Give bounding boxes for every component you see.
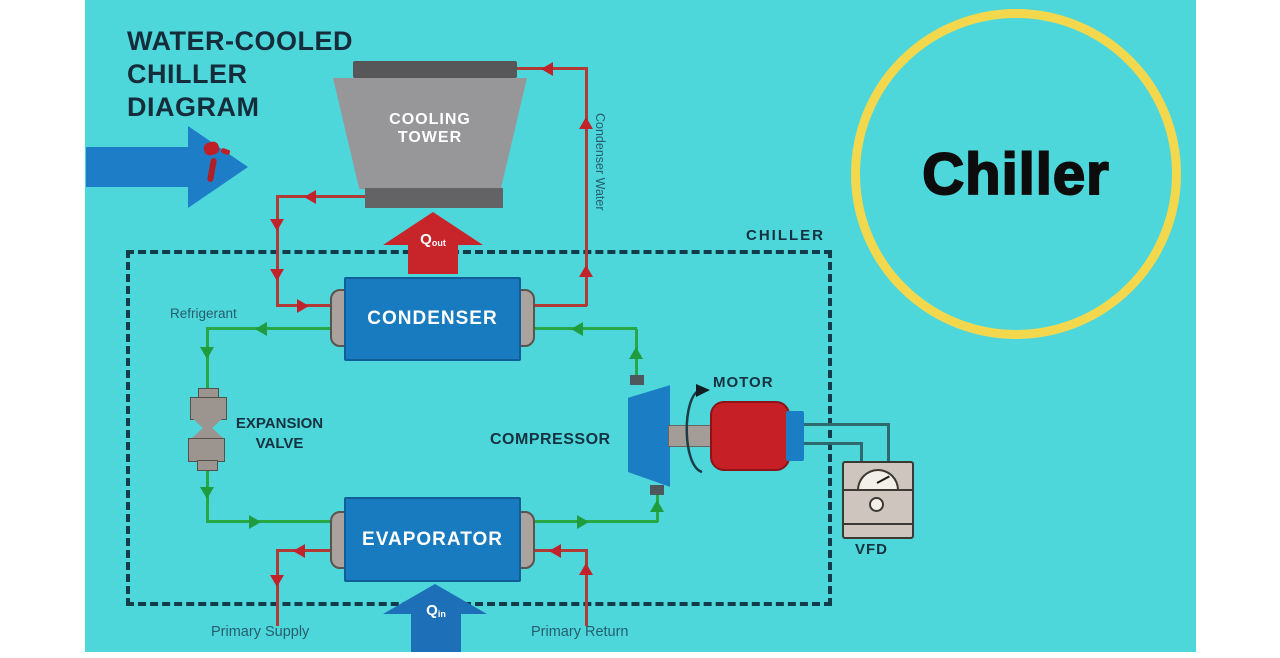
arrow-refrigerant-down1-icon	[200, 347, 214, 359]
condenser-vessel: CONDENSER	[344, 277, 521, 361]
rotation-arrow-icon	[685, 384, 710, 474]
q-out-symbol: Q	[420, 231, 432, 248]
pipe-condenser-to-tower-riser	[585, 67, 588, 306]
pipe-valve-to-evaporator-h	[206, 520, 331, 523]
pipe-primary-supply	[276, 549, 279, 626]
motor-label: MOTOR	[713, 374, 774, 391]
arrow-refrigerant-right1-icon	[249, 515, 261, 529]
pipe-condenser-to-valve-h	[207, 327, 331, 330]
q-out-subscript: out	[431, 238, 446, 248]
arrow-down-riser1-icon	[270, 219, 284, 231]
arrow-up-riser1-icon	[579, 117, 593, 129]
q-out-arrow-stem	[408, 244, 458, 274]
motor-end-cap	[786, 411, 804, 461]
chiller-badge-label: Chiller	[921, 141, 1110, 208]
arrow-supply-down-icon	[270, 575, 284, 587]
primary-return-label: Primary Return	[531, 624, 629, 640]
chiller-boundary-label: CHILLER	[746, 227, 825, 244]
arrow-refrigerant-left-icon	[255, 322, 267, 336]
pipe-condenser-water-out	[535, 304, 587, 307]
arrow-into-evaporator-icon	[549, 544, 561, 558]
refrigerant-label: Refrigerant	[170, 306, 237, 321]
expansion-valve-label-line1: EXPANSION	[235, 414, 324, 432]
evaporator-vessel: EVAPORATOR	[344, 497, 521, 582]
blue-arrow-icon	[86, 147, 188, 187]
primary-supply-label: Primary Supply	[211, 624, 310, 640]
motor-body	[710, 401, 790, 471]
blue-arrow-head-icon	[188, 126, 248, 208]
cooling-tower-body	[333, 78, 527, 189]
arrow-refrigerant-down2-icon	[200, 487, 214, 499]
wire-motor-vfd-lower-v	[860, 442, 863, 463]
compressor-discharge-stub	[630, 375, 644, 385]
pipe-compressor-to-condenser-h	[535, 327, 637, 330]
arrow-return-up-icon	[579, 563, 593, 575]
q-in-arrow-head-icon	[383, 584, 487, 614]
arrow-down-riser2-icon	[270, 269, 284, 281]
arrow-into-condenser-green-icon	[571, 322, 583, 336]
wire-motor-vfd-lower-h	[802, 442, 863, 445]
condenser-label: CONDENSER	[367, 308, 498, 329]
pipe-primary-return	[585, 549, 588, 626]
page-title-line3: DIAGRAM	[127, 91, 260, 122]
compressor-label: COMPRESSOR	[490, 431, 611, 448]
arrow-discharge-up-icon	[629, 347, 643, 359]
q-in-symbol: Q	[426, 602, 438, 619]
q-in-arrow-stem	[411, 613, 461, 652]
vfd-bottom-line	[844, 523, 912, 525]
pipe-evaporator-return-in	[535, 549, 587, 552]
compressor-suction-stub	[650, 485, 664, 495]
red-figure-head	[202, 140, 221, 157]
cooling-tower-label-line2: TOWER	[397, 129, 463, 146]
arrow-refrigerant-right2-icon	[577, 515, 589, 529]
pipe-evaporator-to-compressor-h	[534, 520, 658, 523]
expansion-valve-bottom-cap	[197, 460, 218, 471]
vfd-divider-line	[844, 489, 912, 491]
chiller-badge-ring: Chiller	[851, 9, 1181, 339]
cooling-tower-bottom-band	[365, 188, 503, 208]
compressor-body	[628, 385, 670, 487]
arrow-supply-out-icon	[293, 544, 305, 558]
pipe-tower-to-condenser	[276, 195, 279, 307]
vfd-knob	[869, 497, 884, 512]
pipe-tower-outlet	[278, 195, 368, 198]
q-out-arrow-head-icon	[383, 212, 483, 245]
wire-motor-vfd-upper-v	[887, 423, 890, 463]
expansion-valve-upper-funnel	[192, 418, 223, 428]
page-title-line2: CHILLER	[127, 58, 248, 89]
condenser-water-label: Condenser Water	[593, 113, 607, 211]
expansion-valve-lower-funnel	[192, 428, 223, 438]
red-figure-body	[206, 157, 218, 183]
page-title: WATER-COOLED CHILLER DIAGRAM	[127, 25, 353, 124]
vfd-label: VFD	[855, 541, 888, 558]
arrow-into-condenser-icon	[297, 299, 309, 313]
arrow-tower-outlet-icon	[304, 190, 316, 204]
expansion-valve-bottom-block	[188, 438, 225, 462]
q-in-subscript: in	[437, 609, 446, 619]
arrow-suction-up-icon	[650, 500, 664, 512]
evaporator-label: EVAPORATOR	[362, 528, 503, 550]
arrow-into-tower-icon	[541, 62, 553, 76]
page-title-line1: WATER-COOLED	[127, 26, 353, 56]
red-figure-arm	[220, 147, 231, 156]
arrow-up-riser2-icon	[579, 265, 593, 277]
red-figure-icon	[200, 138, 236, 186]
expansion-valve-label-line2: VALVE	[255, 435, 304, 452]
cooling-tower-label-line1: COOLING	[389, 111, 471, 128]
wire-motor-vfd-upper-h	[802, 423, 890, 426]
cooling-tower-top-band	[353, 61, 517, 78]
